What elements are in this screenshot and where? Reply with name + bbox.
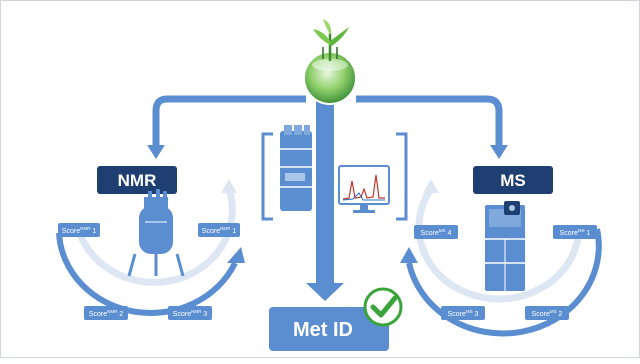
checkmark-icon [363,287,403,327]
nmr-cycle [56,179,245,316]
lc-instrument-icon [280,125,312,211]
nmr-score-3: ScoreNMR 2 [84,306,128,320]
svg-text:ScoreNMR 1: ScoreNMR 1 [202,226,236,235]
svg-text:ScoreMS 1: ScoreMS 1 [560,228,591,237]
nmr-spectrometer-icon [127,189,185,277]
spectrum-monitor-icon [338,165,390,213]
ms-score-4: ScoreMS 4 [414,225,458,239]
nmr-score-4: ScoreNMR 3 [168,306,212,320]
plant-globe-icon [303,19,357,105]
central-down-arrow [306,101,344,301]
svg-text:MS: MS [500,171,526,190]
svg-text:NMR: NMR [118,171,157,190]
svg-text:ScoreMS 3: ScoreMS 3 [448,309,479,318]
svg-text:ScoreNMR 1: ScoreNMR 1 [62,226,96,235]
nmr-score-1: ScoreNMR 1 [58,223,100,237]
center-instrument-group [261,125,408,221]
met-id-box: Met ID [269,307,389,351]
svg-text:Met ID: Met ID [293,319,353,341]
ms-score-1: ScoreMS 1 [553,225,597,239]
ms-score-3: ScoreMS 3 [441,306,485,320]
top-branch-arrows [147,95,508,159]
svg-text:ScoreNMR 3: ScoreNMR 3 [173,309,207,318]
svg-text:ScoreNMR 2: ScoreNMR 2 [89,309,123,318]
nmr-score-2: ScoreNMR 1 [198,223,240,237]
nmr-label: NMR [97,166,177,194]
mass-spectrometer-icon [485,201,525,291]
ms-score-2: ScoreMS 2 [525,306,569,320]
ms-label: MS [473,166,553,194]
svg-text:ScoreMS 2: ScoreMS 2 [532,309,563,318]
svg-text:ScoreMS 4: ScoreMS 4 [421,228,452,237]
